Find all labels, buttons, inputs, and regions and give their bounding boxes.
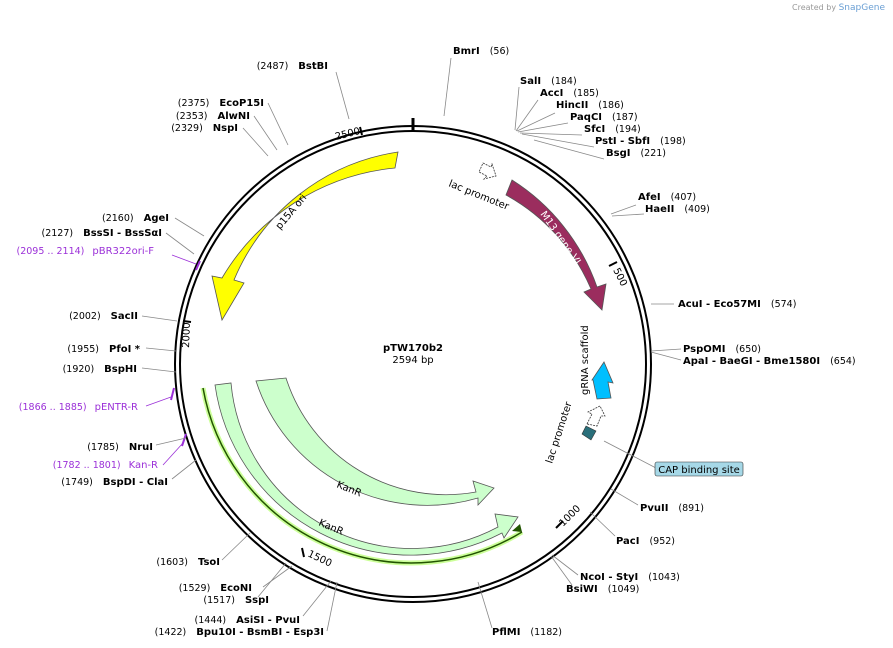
snapgene-brand: SnapGene xyxy=(838,3,885,13)
lac-promoter-1-label: lac promoter xyxy=(447,179,511,214)
site-econi[interactable]: (1529)EcoNI xyxy=(179,583,252,594)
kanr-feature-1[interactable] xyxy=(255,377,495,507)
primer-arc-line xyxy=(202,387,523,564)
primer-mark-kan xyxy=(181,433,187,447)
cap-binding-site-feature[interactable] xyxy=(581,425,597,441)
tick-mark-2000 xyxy=(182,320,192,323)
site-pfoi[interactable]: (1955)PfoI * xyxy=(67,344,140,355)
site-acui-eco57mi[interactable]: AcuI - Eco57MI(574) xyxy=(678,299,796,310)
cap-binding-site-box[interactable] xyxy=(654,461,744,477)
lac-promoter-2-feature[interactable] xyxy=(586,405,606,427)
site-bstbi[interactable]: (2487)BstBI xyxy=(257,61,328,72)
tick-mark-1000 xyxy=(555,520,564,529)
plasmid-length: 2594 bp xyxy=(392,355,433,366)
site-acci[interactable]: AccI(185) xyxy=(540,88,599,99)
leader-lines xyxy=(141,57,682,632)
site-bpu10i-group[interactable]: (1422)Bpu10I - BsmBI - Esp3I xyxy=(155,627,324,638)
site-alwni[interactable]: (2353)AlwNI xyxy=(176,111,250,122)
tick-label-1500: 1500 xyxy=(306,549,334,570)
site-paqci[interactable]: PaqCI(187) xyxy=(570,112,638,123)
site-bspdi-clai[interactable]: (1749)BspDI - ClaI xyxy=(61,477,168,488)
site-sali[interactable]: SalI(184) xyxy=(520,76,577,87)
primer-leader-pentr xyxy=(145,396,172,407)
tick-mark-1500 xyxy=(301,547,305,558)
cap-binding-site-label: CAP binding site xyxy=(658,465,740,476)
site-agei[interactable]: (2160)AgeI xyxy=(102,213,169,224)
primer-pentr-r[interactable]: (1866 .. 1885)pENTR-R xyxy=(19,402,138,413)
site-hincii[interactable]: HincII(186) xyxy=(556,100,624,111)
snapgene-credit: Created by SnapGene xyxy=(792,3,885,13)
credit-prefix: Created by xyxy=(792,3,837,12)
site-pflmi[interactable]: PflMI(1182) xyxy=(492,627,562,638)
site-sfci[interactable]: SfcI(194) xyxy=(584,124,641,135)
lac-promoter-1-feature[interactable] xyxy=(478,162,497,180)
primer-kan-r[interactable]: (1782 .. 1801)Kan-R xyxy=(53,460,158,471)
primer-mark-pbr322 xyxy=(195,260,201,271)
site-bsiwi[interactable]: BsiWI(1049) xyxy=(566,584,639,595)
cap-binding-leader xyxy=(603,440,657,469)
primer-arrowhead xyxy=(512,524,522,532)
tick-label-1000: 1000 xyxy=(557,503,583,529)
site-psti-sbfi[interactable]: PstI - SbfI(198) xyxy=(595,136,686,147)
site-bsssi-group[interactable]: (2127)BssSI - BssSαI xyxy=(42,228,162,239)
primer-leader-kan xyxy=(162,442,184,466)
site-bsgi[interactable]: BsgI(221) xyxy=(606,148,666,159)
site-asisi-pvui[interactable]: (1444)AsiSI - PvuI xyxy=(195,615,300,626)
site-haeii[interactable]: HaeII(409) xyxy=(645,204,710,215)
kanr-feature-2[interactable] xyxy=(214,382,519,556)
site-sspi[interactable]: (1517)SspI xyxy=(203,595,269,606)
site-paci[interactable]: PacI(952) xyxy=(616,536,675,547)
lac-promoter-2-label: lac promoter xyxy=(544,400,575,465)
m13-gene-vi-label: M13 gene VI xyxy=(538,209,583,267)
tick-label-2000: 2000 xyxy=(181,322,193,348)
site-bmri[interactable]: BmrI(56) xyxy=(453,46,509,57)
tick-mark-2500 xyxy=(359,126,363,136)
primer-pbr322ori-f[interactable]: (2095 .. 2114)pBR322ori-F xyxy=(17,246,155,257)
site-tsoi[interactable]: (1603)TsoI xyxy=(156,557,220,568)
site-nrui[interactable]: (1785)NruI xyxy=(87,442,153,453)
site-bsphi[interactable]: (1920)BspHI xyxy=(63,364,137,375)
grna-scaffold-feature[interactable] xyxy=(591,361,614,400)
tick-mark-500 xyxy=(608,261,618,267)
site-psppomi[interactable]: PspOMI(650) xyxy=(683,344,761,355)
site-pvuii[interactable]: PvuII(891) xyxy=(640,503,704,514)
site-sacii[interactable]: (2002)SacII xyxy=(69,311,138,322)
plasmid-name: pTW170b2 xyxy=(383,343,443,354)
site-apai-group[interactable]: ApaI - BaeGI - Bme1580I(654) xyxy=(683,356,856,367)
primer-mark-pentr xyxy=(170,387,175,401)
grna-scaffold-label: gRNA scaffold xyxy=(580,325,591,395)
site-nspi[interactable]: (2329)NspI xyxy=(171,123,238,134)
primer-leader-pbr322 xyxy=(171,254,197,265)
p15a-ori-feature[interactable] xyxy=(211,151,399,322)
site-afei[interactable]: AfeI(407) xyxy=(638,192,696,203)
m13-gene-vi-feature[interactable] xyxy=(505,179,607,311)
site-ncoi-styi[interactable]: NcoI - StyI(1043) xyxy=(580,572,680,583)
site-ecop15i[interactable]: (2375)EcoP15I xyxy=(178,98,264,109)
